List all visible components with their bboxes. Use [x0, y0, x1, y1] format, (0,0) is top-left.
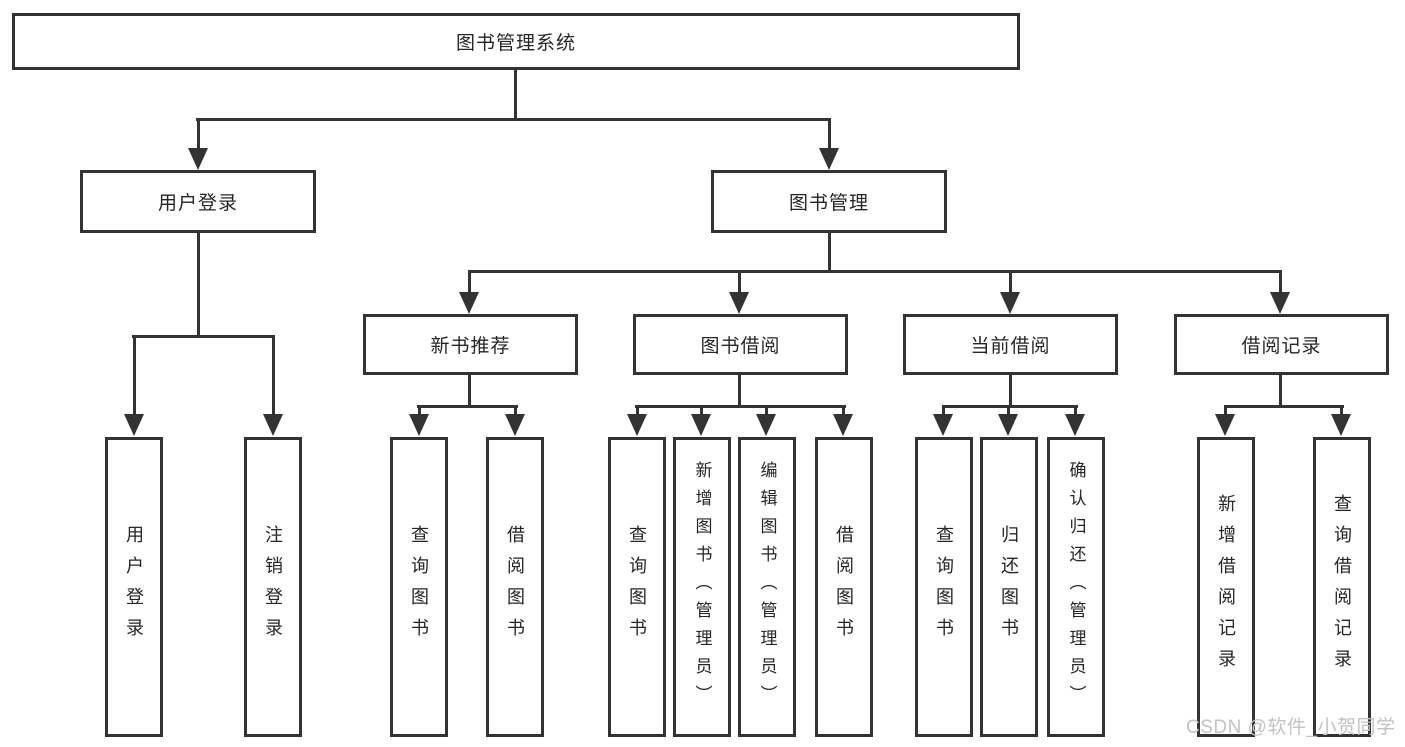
arrow-down-icon	[756, 414, 776, 436]
arrow-down-icon	[1065, 414, 1085, 436]
node-book-management: 图书管理	[711, 170, 947, 233]
connector-line	[942, 405, 945, 418]
arrow-down-icon	[833, 414, 853, 436]
connector-line	[1074, 405, 1077, 418]
connector-line	[197, 233, 200, 337]
connector-line	[1340, 405, 1343, 418]
connector-line	[635, 405, 846, 408]
connector-line	[738, 270, 741, 296]
connector-line	[1007, 405, 1010, 418]
leaf-user-login: 用户登录	[105, 437, 163, 737]
leaf-borrow-books-recommend: 借阅图书	[486, 437, 544, 737]
arrow-down-icon	[1331, 414, 1351, 436]
connector-line	[1279, 270, 1282, 296]
leaf-return-book: 归还图书	[980, 437, 1038, 737]
leaf-confirm-return-admin: 确认归还（管理员）	[1047, 437, 1105, 737]
arrow-down-icon	[998, 414, 1018, 436]
arrow-down-icon	[459, 292, 479, 314]
arrow-down-icon	[933, 414, 953, 436]
arrow-down-icon	[691, 414, 711, 436]
connector-line	[828, 118, 831, 152]
arrow-down-icon	[1270, 292, 1290, 314]
leaf-add-book-admin: 新增图书（管理员）	[673, 437, 731, 737]
leaf-query-books-recommend: 查询图书	[390, 437, 448, 737]
connector-line	[1009, 375, 1012, 407]
arrow-down-icon	[729, 292, 749, 314]
arrow-down-icon	[819, 148, 839, 170]
leaf-query-borrow-record: 查询借阅记录	[1313, 437, 1371, 737]
connector-line	[132, 335, 275, 338]
arrow-down-icon	[1000, 292, 1020, 314]
connector-line	[196, 118, 831, 121]
connector-line	[636, 405, 639, 418]
arrow-down-icon	[188, 148, 208, 170]
leaf-borrow-books: 借阅图书	[815, 437, 873, 737]
connector-line	[468, 375, 471, 407]
node-new-book-recommend: 新书推荐	[363, 314, 578, 375]
arrow-down-icon	[409, 414, 429, 436]
connector-line	[765, 405, 768, 418]
connector-line	[842, 405, 845, 418]
connector-line	[418, 405, 421, 418]
node-borrowing-records: 借阅记录	[1174, 314, 1389, 375]
leaf-query-books-borrowing: 查询图书	[608, 437, 666, 737]
leaf-logout: 注销登录	[244, 437, 302, 737]
connector-line	[197, 118, 200, 152]
connector-line	[514, 405, 517, 418]
node-user-login: 用户登录	[80, 170, 316, 233]
leaf-add-borrow-record: 新增借阅记录	[1197, 437, 1255, 737]
arrow-down-icon	[627, 414, 647, 436]
connector-line	[828, 233, 831, 272]
node-current-borrowing: 当前借阅	[903, 314, 1118, 375]
node-book-borrowing: 图书借阅	[633, 314, 848, 375]
connector-line	[700, 405, 703, 418]
connector-line	[417, 405, 518, 408]
connector-line	[1009, 270, 1012, 296]
connector-line	[514, 70, 517, 121]
connector-line	[468, 270, 1282, 273]
arrow-down-icon	[505, 414, 525, 436]
connector-line	[133, 335, 136, 418]
connector-line	[942, 405, 1078, 408]
node-root: 图书管理系统	[12, 13, 1020, 70]
leaf-edit-book-admin: 编辑图书（管理员）	[738, 437, 796, 737]
connector-line	[1224, 405, 1227, 418]
connector-line	[272, 335, 275, 418]
connector-line	[1224, 405, 1344, 408]
arrow-down-icon	[1215, 414, 1235, 436]
arrow-down-icon	[124, 414, 144, 436]
arrow-down-icon	[263, 414, 283, 436]
watermark: CSDN @软件_小贺同学	[1186, 717, 1396, 738]
connector-line	[1279, 375, 1282, 407]
connector-line	[738, 375, 741, 407]
leaf-query-books-current: 查询图书	[915, 437, 973, 737]
connector-line	[468, 270, 471, 296]
